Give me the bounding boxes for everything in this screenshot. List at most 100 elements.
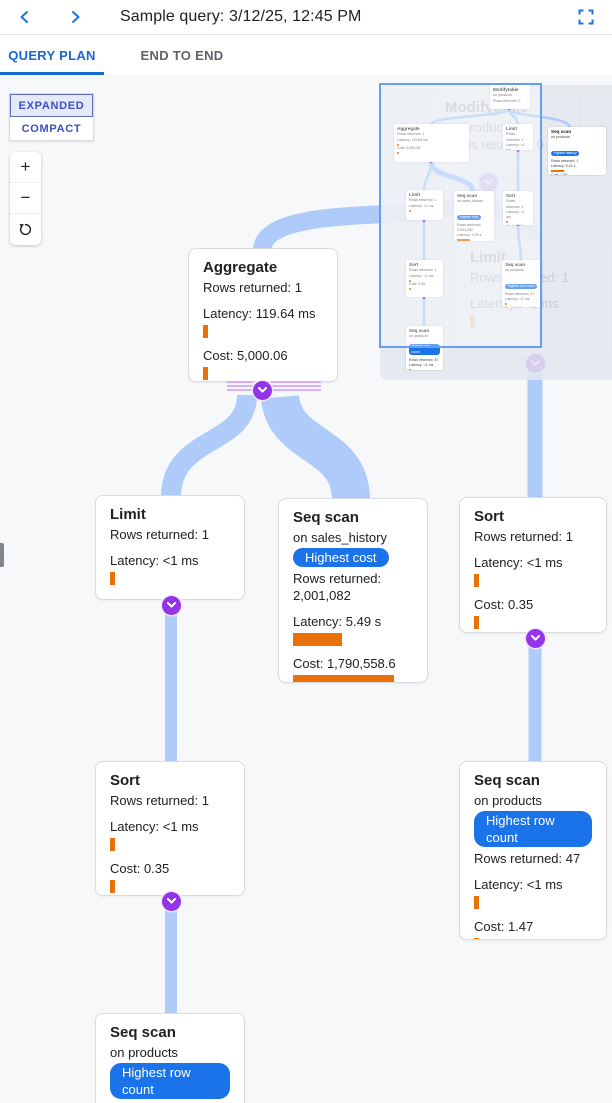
- chevron-down-icon: [257, 387, 267, 393]
- chevron-right-icon: [72, 11, 80, 23]
- canvas-resize-handle[interactable]: [0, 543, 4, 567]
- prev-sample-button[interactable]: [8, 0, 42, 34]
- mini-node-cost: Cost: 0.35: [506, 224, 530, 225]
- mini-node-badge: Highest cost: [457, 214, 481, 221]
- node-rows-returned: Rows returned: 1: [110, 793, 209, 808]
- plan-edges: [161, 184, 543, 1017]
- fullscreen-button[interactable]: [572, 3, 600, 31]
- mini-node-rows: Rows returned: 1: [506, 199, 524, 209]
- latency-bar: [474, 896, 479, 909]
- mini-node-rows: Rows returned: 1: [551, 158, 579, 163]
- compact-toggle-button[interactable]: COMPACT: [10, 117, 93, 140]
- mini-node-title: Seq scan: [551, 129, 572, 134]
- node-table: on products: [110, 1045, 178, 1060]
- tab-end-to-end-label: END TO END: [140, 47, 224, 63]
- zoom-in-button[interactable]: +: [10, 152, 41, 183]
- connector-stripe: [227, 381, 253, 383]
- mini-node-cost: Cost: 5,000.06: [397, 146, 421, 151]
- mini-latency-bar: [506, 221, 508, 224]
- node-latency: Latency: <1 ms: [474, 877, 563, 892]
- mini-node-latency: Latency: <1 ms: [506, 142, 525, 150]
- reset-view-button[interactable]: [10, 214, 41, 245]
- collapse-node-button[interactable]: [525, 628, 545, 648]
- tab-end-to-end[interactable]: END TO END: [104, 35, 260, 75]
- node-title: Seq scan: [110, 1024, 176, 1041]
- node-cost: Cost: 5,000.06: [203, 348, 288, 363]
- cost-bar: [203, 367, 208, 380]
- top-bar: Sample query: 3/12/25, 12:45 PM: [0, 0, 612, 35]
- mini-node-rows: Rows returned: 47: [409, 357, 439, 362]
- zoom-controls: + −: [10, 152, 41, 245]
- connector-stripe: [227, 389, 253, 391]
- collapse-node-button[interactable]: [161, 595, 181, 615]
- node-badge: Highest row count: [474, 811, 592, 847]
- cost-bar: [293, 675, 394, 682]
- collapse-node-button[interactable]: [161, 891, 181, 911]
- chevron-down-icon: [166, 602, 176, 608]
- mini-node-rows: Rows returned: 1: [397, 132, 425, 137]
- latency-bar: [110, 572, 115, 585]
- mini-latency-bar: [409, 279, 411, 282]
- mini-node-rows: Rows returned: 2,001,082: [457, 222, 482, 232]
- node-latency: Latency: <1 ms: [110, 553, 199, 568]
- collapse-node-button[interactable]: [252, 380, 272, 400]
- mini-node-title: Sort: [409, 262, 419, 267]
- node-title: Aggregate: [203, 259, 278, 276]
- mini-latency-bar: [397, 143, 399, 146]
- node-title: Seq scan: [474, 772, 540, 789]
- mini-node-latency: Latency: <1 ms: [409, 203, 434, 208]
- mini-node-cost: Cost: 1.50: [551, 172, 568, 175]
- mini-node-cost: Cost: 0.35: [409, 282, 426, 287]
- node-title: Seq scan: [293, 509, 359, 526]
- layout-toggle: EXPANDED COMPACT: [9, 93, 94, 141]
- mini-node-rows: Rows returned: 47: [505, 291, 535, 296]
- mini-node-latency: Latency: 5.41 s: [551, 163, 576, 168]
- minimap-edges: [422, 107, 572, 327]
- mini-node-badge: Highest row count: [505, 283, 538, 290]
- next-sample-button[interactable]: [58, 0, 92, 34]
- node-table: on products: [474, 793, 542, 808]
- tab-query-plan[interactable]: QUERY PLAN: [0, 35, 104, 75]
- mini-node-latency: Latency: <1 ms: [409, 362, 434, 367]
- mini-latency-bar: [409, 368, 411, 370]
- mini-node-table: on products: [493, 93, 512, 98]
- mini-node-title: Modifytable: [493, 87, 519, 92]
- mini-node-badge: Highest latency: [551, 150, 580, 157]
- reset-view-icon: [19, 223, 32, 236]
- connector-stripe: [271, 389, 321, 391]
- mini-node-title: Seq scan: [505, 262, 526, 267]
- zoom-out-button[interactable]: −: [10, 183, 41, 214]
- node-cost: Cost: 0.35: [110, 861, 170, 876]
- node-rows-returned: Rows returned: 1: [110, 527, 209, 542]
- mini-latency-bar: [505, 302, 507, 305]
- minimap-viewport[interactable]: [379, 83, 542, 348]
- node-title: Sort: [110, 772, 140, 789]
- connector-stripe: [271, 385, 321, 387]
- mini-node-latency: Latency: <1 ms: [506, 209, 525, 220]
- latency-bar: [474, 574, 479, 587]
- connector-stripe: [271, 381, 321, 383]
- node-rows-returned: Rows returned: 1: [474, 529, 573, 544]
- node-latency: Latency: 5.49 s: [293, 614, 382, 629]
- page-title: Sample query: 3/12/25, 12:45 PM: [120, 8, 362, 25]
- expanded-toggle-button[interactable]: EXPANDED: [10, 94, 93, 117]
- cost-bar: [474, 938, 479, 939]
- node-cost: Cost: 1,790,558.6: [293, 656, 396, 671]
